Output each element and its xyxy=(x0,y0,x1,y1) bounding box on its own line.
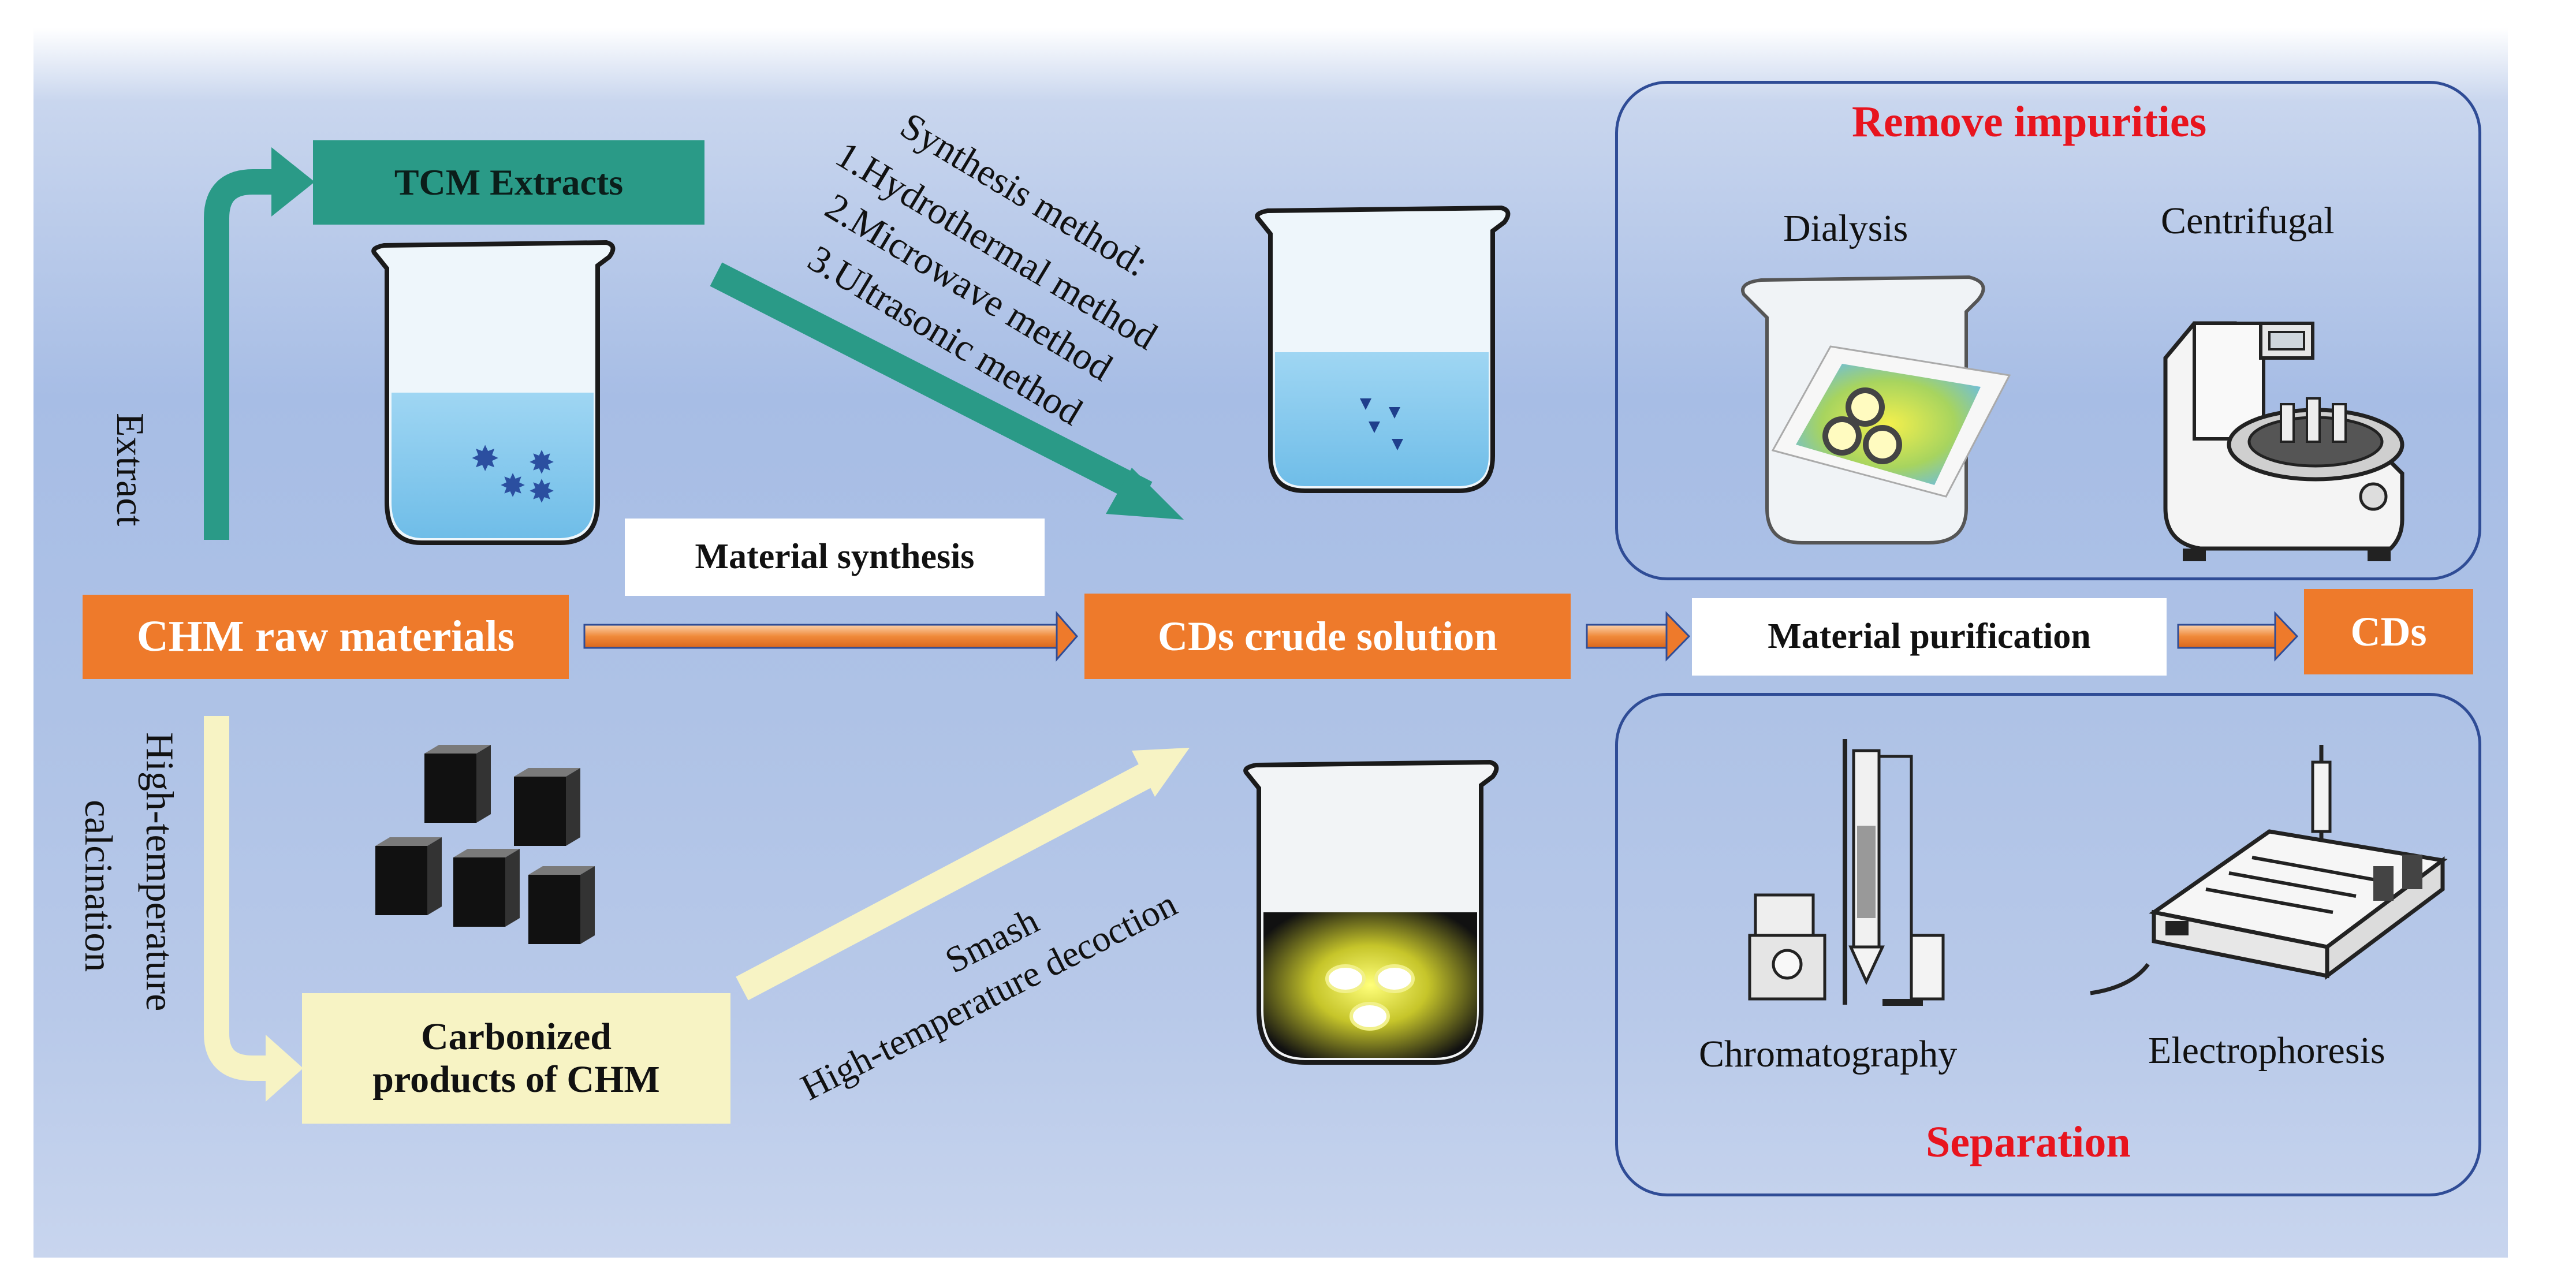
extract-label: Extract xyxy=(109,413,152,527)
decoction-arrow xyxy=(736,748,1190,1001)
chm-raw-materials-label: CHM raw materials xyxy=(136,612,515,661)
chromatography-apparatus-icon xyxy=(1748,739,1945,1006)
extract-arrow xyxy=(204,147,315,540)
material-synthesis-label: Material synthesis xyxy=(695,537,975,577)
chm-raw-materials-box: CHM raw materials xyxy=(83,595,569,679)
carbonized-products-box: Carbonized products of CHM xyxy=(302,993,730,1124)
remove-impurities-title: Remove impurities xyxy=(1852,98,2207,146)
material-purification-box: Material purification xyxy=(1692,598,2167,676)
main-arrow-2 xyxy=(1586,611,1691,662)
synthesis-arrow xyxy=(710,262,1184,520)
tcm-extracts-box: TCM Extracts xyxy=(313,140,704,225)
material-synthesis-box: Material synthesis xyxy=(625,519,1045,596)
dialysis-beaker-icon xyxy=(1741,275,2011,544)
carbonized-label-line1: Carbonized xyxy=(421,1016,612,1058)
carbonized-label-line2: products of CHM xyxy=(372,1058,660,1101)
electrophoresis-apparatus-icon xyxy=(2090,745,2448,995)
separation-title: Separation xyxy=(1926,1118,2131,1166)
separation-panel xyxy=(1615,693,2481,1196)
tcm-extract-beaker-icon: ✸ ✸ ✸ ✸ xyxy=(371,240,616,545)
carbonized-cubes-icon xyxy=(375,745,595,944)
material-purification-label: Material purification xyxy=(1768,617,2091,657)
crude-solution-beaker-icon xyxy=(1255,205,1511,493)
centrifugal-label: Centrifugal xyxy=(2161,200,2335,242)
cds-crude-solution-label: CDs crude solution xyxy=(1157,613,1498,659)
svg-text:✸: ✸ xyxy=(499,467,526,504)
tcm-extracts-label: TCM Extracts xyxy=(394,162,624,203)
svg-text:✸: ✸ xyxy=(528,444,555,481)
main-arrow-1 xyxy=(583,611,1078,662)
carbonized-solution-beaker-icon xyxy=(1243,759,1499,1065)
electrophoresis-label: Electrophoresis xyxy=(2148,1030,2385,1072)
cds-label: CDs xyxy=(2350,608,2427,655)
remove-impurities-panel xyxy=(1615,81,2481,580)
svg-text:✸: ✸ xyxy=(471,439,499,479)
chromatography-label: Chromatography xyxy=(1699,1033,1958,1075)
main-arrow-3 xyxy=(2177,611,2299,662)
cds-crude-solution-box: CDs crude solution xyxy=(1084,594,1571,679)
calcination-label-line1: High-temperature xyxy=(138,732,182,1012)
centrifuge-icon xyxy=(2163,321,2404,561)
calcination-arrow xyxy=(204,716,303,1102)
svg-text:✸: ✸ xyxy=(528,473,555,510)
cds-box: CDs xyxy=(2304,589,2473,674)
calcination-label-line2: calcination xyxy=(77,800,121,972)
dialysis-label: Dialysis xyxy=(1783,207,1908,249)
